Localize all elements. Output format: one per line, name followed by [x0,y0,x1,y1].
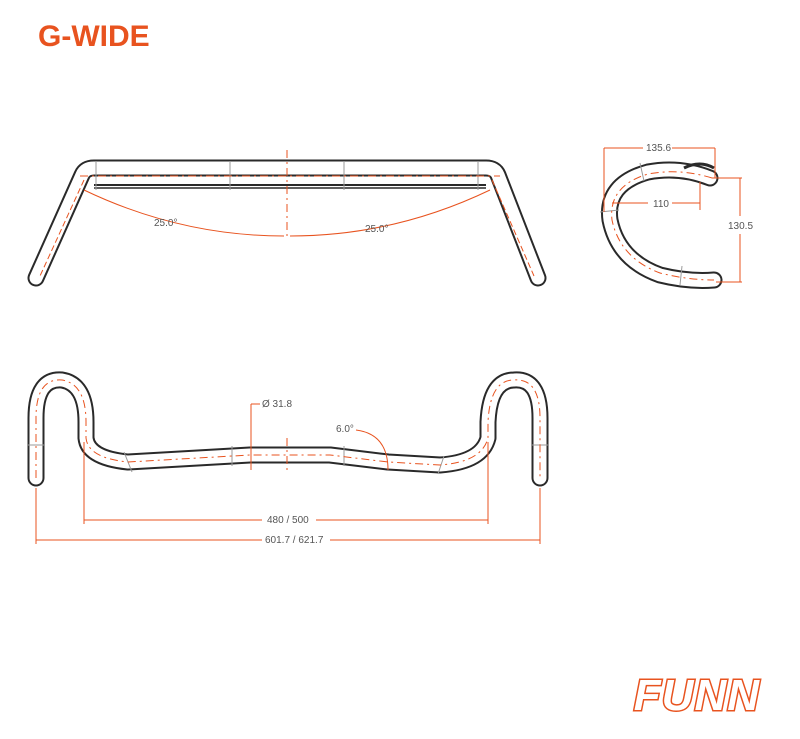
top-view-centerline [35,379,541,478]
side-view-tube-fill [602,163,721,287]
side-view-hood-top [683,162,715,170]
front-view-angle-arc-left [83,189,285,237]
top-view-sweep-arc [355,429,389,471]
side-view-reach-label: 135.6 [646,143,671,154]
side-view-mark-lower [679,265,683,286]
front-view-angle-arc-right [289,189,491,237]
top-view-width-ctc-label: 480 / 500 [267,515,309,526]
front-view: 25.0° 25.0° [27,150,547,287]
side-view-mark-mid [599,209,620,213]
front-view-tube-fill [29,161,545,285]
product-title: G-WIDE [38,20,150,53]
brand-logo: FUNN [632,670,760,722]
side-view-mark-top [639,162,645,182]
side-view: 135.6 110 130.5 [599,143,753,289]
front-view-angle-right-label: 25.0° [365,224,388,235]
front-view-angle-left-label: 25.0° [154,218,177,229]
side-view-inner-reach-label: 110 [653,199,669,210]
side-view-centerline [611,171,715,281]
top-view: Ø 31.8 6.0° 480 / 500 601.7 / 621.7 [27,371,549,546]
brand-logo-text: FUNN [634,671,760,720]
top-view-sweep-angle-label: 6.0° [336,424,354,435]
top-view-width-outer-label: 601.7 / 621.7 [265,535,324,546]
top-view-clamp-diameter-label: Ø 31.8 [262,399,292,410]
side-view-drop-label: 130.5 [728,221,753,232]
